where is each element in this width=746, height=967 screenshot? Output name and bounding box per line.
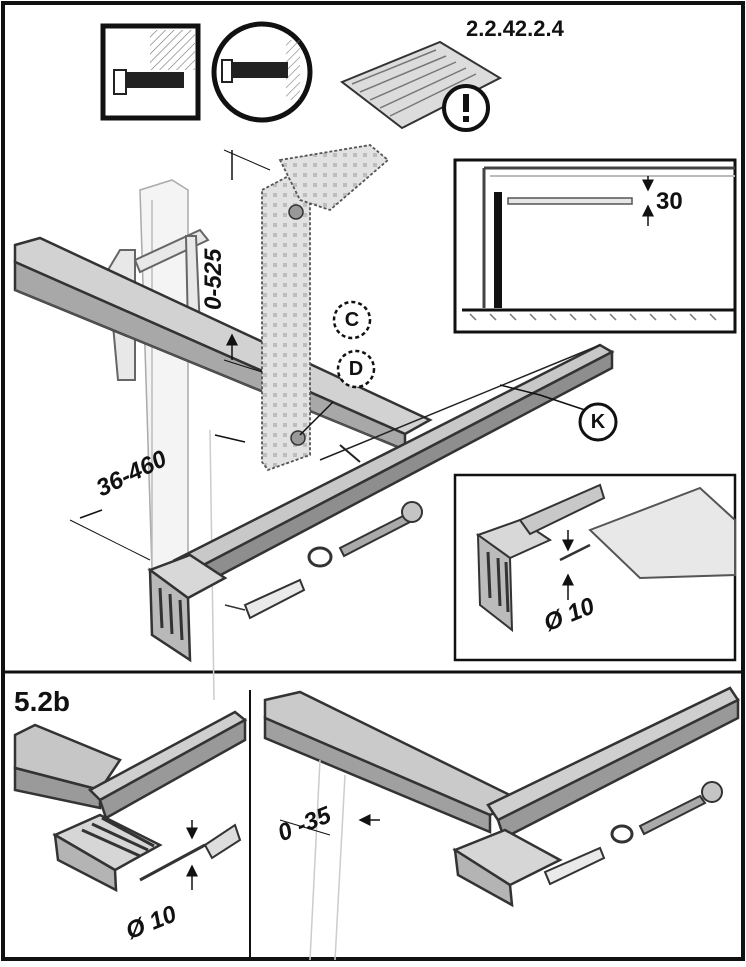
step-drill-scene xyxy=(13,710,248,893)
leader-k xyxy=(499,384,586,411)
step-label: 5.2b xyxy=(14,686,71,717)
callout-circle-d xyxy=(336,349,376,389)
dimension-lines-main xyxy=(69,149,271,561)
part-label-k: K xyxy=(590,411,606,433)
l-bracket-main xyxy=(147,553,228,663)
callout-circle-k xyxy=(578,402,618,442)
manual-warning-icon xyxy=(340,40,503,132)
wall-mount-circle-icon xyxy=(211,21,313,123)
drill-detail-inset xyxy=(453,473,737,662)
vertical-bracket xyxy=(261,144,390,472)
gap-detail-inset xyxy=(453,158,737,334)
upright-post xyxy=(139,179,215,701)
reference-number: 2.2.42.2.4 xyxy=(466,16,564,41)
callout-circle-c xyxy=(332,300,372,340)
fixing-set-main xyxy=(224,501,423,620)
leader-d xyxy=(299,401,334,436)
wall-mount-square-icon xyxy=(100,23,201,121)
step-fix-scene xyxy=(263,686,740,961)
part-label-c: C xyxy=(344,309,360,331)
gap-dimension: 30 xyxy=(656,188,683,215)
height-dimension: 0-525 xyxy=(200,248,227,310)
part-label-d: D xyxy=(348,358,364,380)
